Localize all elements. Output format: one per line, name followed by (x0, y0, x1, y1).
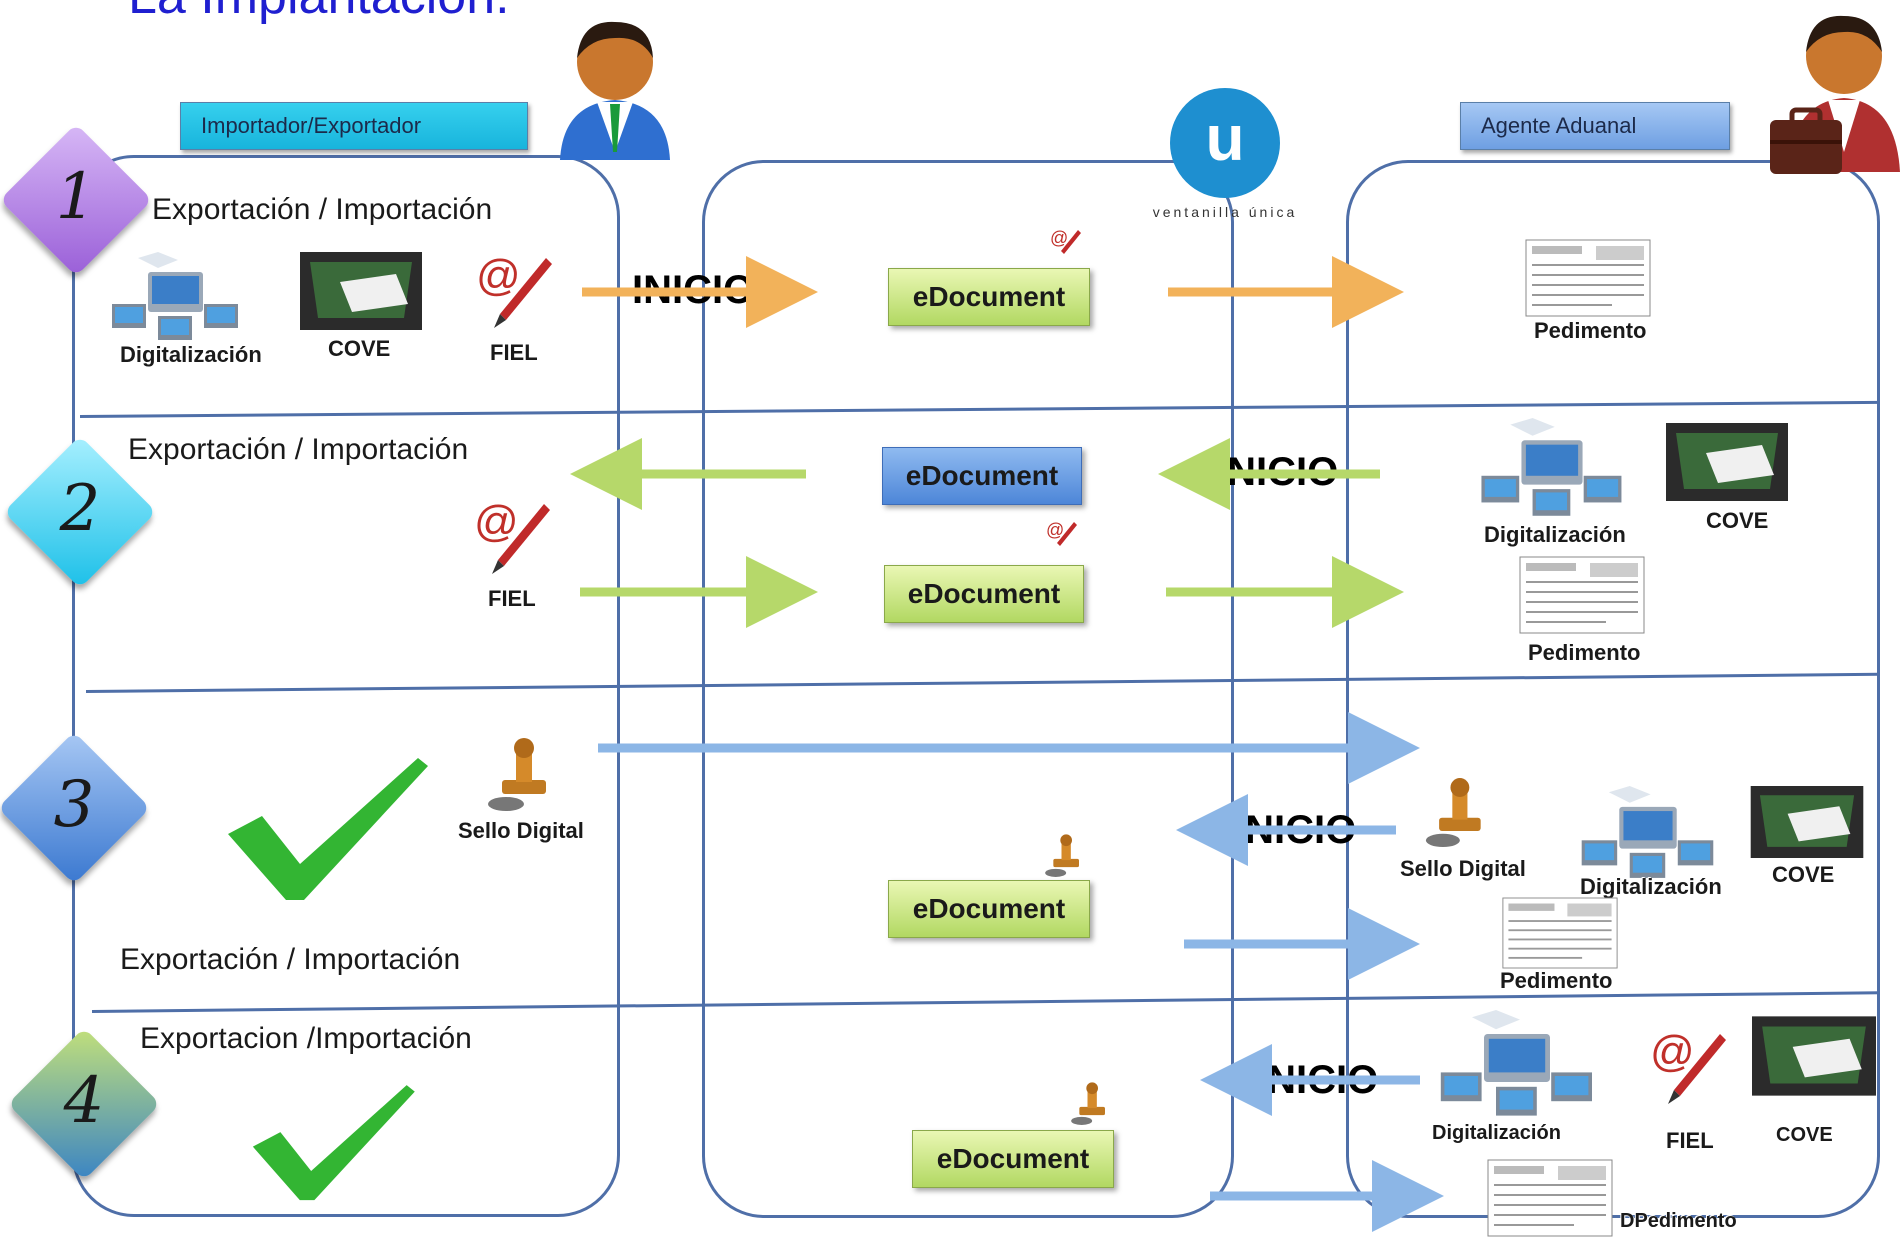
checkmark-icon (252, 1085, 415, 1201)
label-sello-digital-1: Sello Digital (458, 818, 584, 843)
edocument-box-4: eDocument (912, 1130, 1114, 1188)
svg-text:@: @ (474, 497, 519, 546)
label-cove-3: COVE (1772, 862, 1835, 887)
step-2-number: 2 (59, 472, 101, 546)
document-pedimento-icon (1525, 239, 1651, 317)
label-digitalizacion-1: Digitalización (120, 342, 262, 367)
step-1-number: 1 (55, 160, 97, 234)
lane-vucem (702, 160, 1234, 1218)
checkmark-icon (228, 758, 428, 900)
fiel-pen-icon: @ (476, 251, 552, 328)
edocument-box-1: eDocument (888, 268, 1090, 326)
laptop-cove-icon (1750, 786, 1864, 858)
label-pedimento-1: Pedimento (1534, 318, 1647, 343)
network-icon (1440, 1010, 1592, 1116)
network-icon (112, 252, 238, 340)
network-icon (1481, 418, 1622, 516)
label-fiel-1: FIEL (490, 340, 538, 365)
svg-text:@: @ (1650, 1027, 1695, 1076)
laptop-cove-icon (300, 252, 422, 330)
page-title: La Implantación. (128, 0, 510, 26)
fiel-pen-icon: @ (1650, 1027, 1726, 1104)
label-sello-digital-2: Sello Digital (1400, 856, 1526, 881)
label-cove-4: COVE (1776, 1124, 1833, 1146)
vucem-logo: u (1170, 88, 1280, 198)
label-digitalizacion-2: Digitalización (1484, 522, 1626, 547)
label-pedimento-3: Pedimento (1500, 968, 1613, 993)
lane-agent (1346, 160, 1880, 1218)
network-icon (1581, 786, 1714, 878)
document-pedimento-icon (1519, 556, 1645, 634)
document-pedimento-icon (1502, 897, 1618, 969)
small-fiel-icon: @ (1046, 520, 1077, 546)
user-agent-icon (1770, 15, 1900, 174)
label-dpedimento: DPedimento (1620, 1210, 1737, 1232)
step-4-number: 4 (63, 1064, 105, 1138)
svg-text:@: @ (1046, 520, 1064, 540)
section-3-title: Exportación / Importación (120, 943, 461, 976)
label-fiel-2: FIEL (488, 586, 536, 611)
edocument-box-3: eDocument (888, 880, 1090, 938)
label-fiel-4: FIEL (1666, 1128, 1714, 1153)
label-digitalizacion-3: Digitalización (1580, 874, 1722, 899)
vucem-logo-caption: ventanilla única (1152, 204, 1298, 220)
user-importer-icon (560, 21, 670, 160)
edocument-box-2a: eDocument (882, 447, 1082, 505)
section-2-title: Exportación / Importación (128, 433, 469, 466)
section-1-title: Exportación / Importación (152, 193, 493, 226)
label-pedimento-2: Pedimento (1528, 640, 1641, 665)
edocument-box-2b: eDocument (884, 565, 1084, 623)
label-cove-2: COVE (1706, 508, 1769, 533)
stamp-icon (1071, 1082, 1105, 1125)
vucem-logo-letter: u (1205, 102, 1245, 174)
step-3-number: 3 (53, 768, 95, 842)
label-digitalizacion-4: Digitalización (1432, 1122, 1561, 1144)
header-importer: Importador/Exportador (180, 102, 528, 150)
section-4-title: Exportacion /Importación (140, 1022, 472, 1055)
stamp-icon (1425, 778, 1481, 847)
small-fiel-icon: @ (1050, 228, 1081, 254)
label-cove-1: COVE (328, 336, 391, 361)
svg-text:@: @ (1050, 228, 1068, 248)
laptop-cove-icon (1666, 423, 1788, 501)
laptop-cove-icon (1752, 1016, 1876, 1096)
stamp-icon (488, 738, 546, 811)
stamp-icon (1045, 834, 1079, 877)
document-pedimento-icon (1487, 1159, 1613, 1237)
fiel-pen-icon: @ (474, 497, 550, 574)
svg-text:@: @ (476, 251, 521, 300)
header-agent: Agente Aduanal (1460, 102, 1730, 150)
